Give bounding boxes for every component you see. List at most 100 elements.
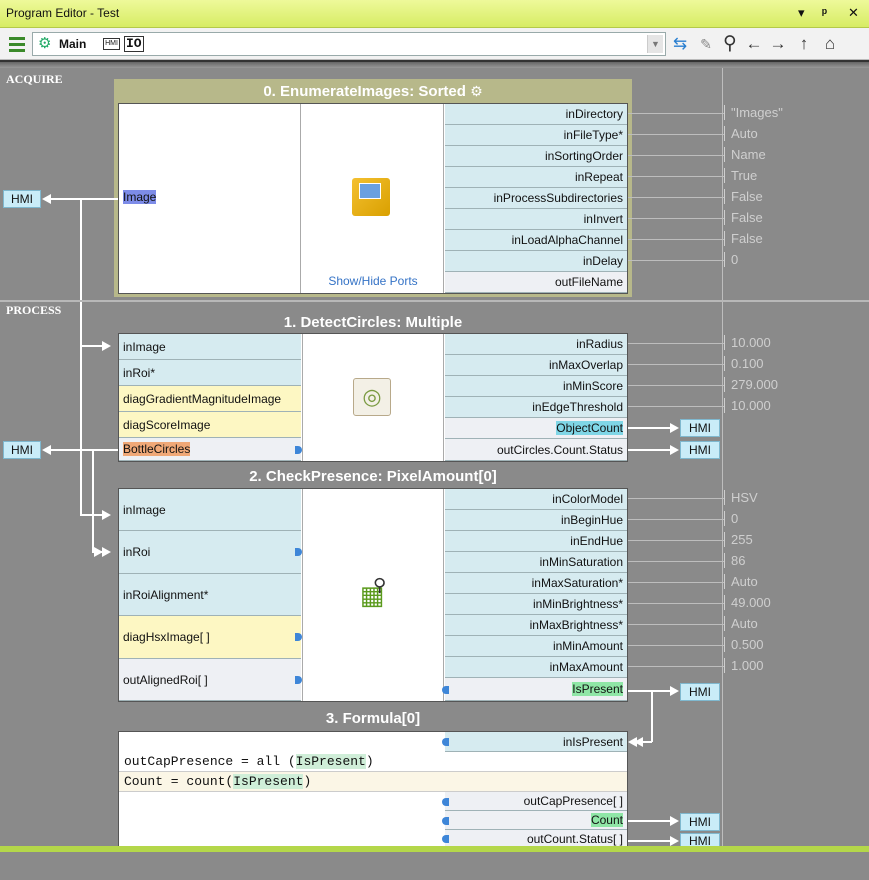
port-bottlecircles[interactable]: BottleCircles [119,438,301,461]
value-inradius[interactable]: 10.000 [724,335,771,350]
value-indelay[interactable]: 0 [724,252,738,267]
tab-io[interactable]: IO [124,36,144,52]
port-inbeginhue[interactable]: inBeginHue [445,510,627,531]
swap-icon[interactable]: ⇆ [672,34,688,53]
port-inroi[interactable]: inRoi* [119,360,301,386]
port-diaggradientmagnitudeimage[interactable]: diagGradientMagnitudeImage [119,386,301,412]
value-inmaxamount[interactable]: 1.000 [724,658,764,673]
tab-main[interactable]: Main [59,37,87,51]
search-icon[interactable]: ⚲ [723,33,737,54]
port-inroi-2[interactable]: inRoi [119,531,301,574]
value-inminsaturation[interactable]: 86 [724,553,745,568]
value-inminbrightness[interactable]: 49.000 [724,595,771,610]
value-ininvert[interactable]: False [724,210,763,225]
value-insortingorder[interactable]: Name [724,147,766,162]
hmi-ispresent[interactable]: HMI [680,683,720,701]
value-inmaxsaturation[interactable]: Auto [724,574,758,589]
hmi-count[interactable]: HMI [680,813,720,831]
formula-line-1[interactable]: outCapPresence = all (IsPresent) [119,752,627,772]
port-count[interactable]: Count [445,811,627,830]
port-inrepeat[interactable]: inRepeat [445,167,627,188]
value-inmaxbrightness[interactable]: Auto [724,616,758,631]
gear-icon[interactable]: ⚙ [470,83,483,99]
formula-line-2[interactable]: Count = count(IsPresent) [119,772,627,792]
home-icon[interactable]: ⌂ [824,34,836,53]
filter-1-title[interactable]: 1. DetectCircles: Multiple [283,314,463,331]
port-inmaxoverlap[interactable]: inMaxOverlap [445,355,627,376]
hmi-objectcount[interactable]: HMI [680,419,720,437]
port-inloadalphachannel[interactable]: inLoadAlphaChannel [445,230,627,251]
port-objectcount[interactable]: ObjectCount [445,418,627,439]
title-bar: Program Editor - Test ▾ ᵖ ✕ [0,0,869,28]
formula-1-var: IsPresent [295,754,366,769]
value-inminscore[interactable]: 279.000 [724,377,778,392]
port-inmaxamount[interactable]: inMaxAmount [445,657,627,678]
menu-icon[interactable] [6,33,28,55]
port-inroialignment[interactable]: inRoiAlignment* [119,574,301,616]
port-ininvert[interactable]: inInvert [445,209,627,230]
dropdown-icon[interactable]: ▾ [798,5,805,20]
hmi-image[interactable]: HMI [3,190,41,208]
chevron-down-icon[interactable]: ▼ [647,35,663,53]
gear-icon: ⚙ [38,35,52,52]
port-indirectory[interactable]: inDirectory [445,104,627,125]
port-inprocesssubdirectories[interactable]: inProcessSubdirectories [445,188,627,209]
close-icon[interactable]: ✕ [848,5,859,20]
port-inminbrightness[interactable]: inMinBrightness* [445,594,627,615]
filter-2-title[interactable]: 2. CheckPresence: PixelAmount[0] [249,468,497,485]
arrow-up-icon[interactable]: ↑ [799,34,809,53]
value-inendhue[interactable]: 255 [724,532,753,547]
port-insortingorder[interactable]: inSortingOrder [445,146,627,167]
port-inmaxsaturation[interactable]: inMaxSaturation* [445,573,627,594]
port-infiletype[interactable]: inFileType* [445,125,627,146]
hmi-bottlecircles[interactable]: HMI [3,441,41,459]
filter-0-title[interactable]: 0. EnumerateImages: Sorted ⚙ [114,80,632,102]
show-hide-ports-link[interactable]: Show/Hide Ports [328,274,418,288]
value-inminamount[interactable]: 0.500 [724,637,764,652]
port-inedgethreshold[interactable]: inEdgeThreshold [445,397,627,418]
value-infiletype[interactable]: Auto [724,126,758,141]
port-outcount-status[interactable]: outCount.Status[ ] [445,830,627,848]
formula-1-suffix: ) [365,754,374,769]
value-indirectory[interactable]: "Images" [724,105,783,120]
port-image[interactable]: Image [123,190,157,204]
filter-2: inImage inRoi inRoiAlignment* diagHsxIma… [118,488,628,702]
port-inminsaturation[interactable]: inMinSaturation [445,552,627,573]
port-inispresent[interactable]: inIsPresent [445,732,627,752]
port-incolormodel[interactable]: inColorModel [445,489,627,510]
pin-icon[interactable]: ᵖ [822,5,828,20]
value-inedgethreshold[interactable]: 10.000 [724,398,771,413]
value-inrepeat[interactable]: True [724,168,757,183]
toolbar-separator [0,60,869,68]
port-inimage[interactable]: inImage [119,334,301,360]
hmi-outcircles-status[interactable]: HMI [680,441,720,459]
value-inloadalphachannel[interactable]: False [724,231,763,246]
window-title: Program Editor - Test [6,6,120,20]
arrow-left-icon[interactable]: ← [745,34,763,53]
port-outcappresence[interactable]: outCapPresence[ ] [445,792,627,811]
port-inminamount[interactable]: inMinAmount [445,636,627,657]
value-inmaxoverlap[interactable]: 0.100 [724,356,764,371]
port-ispresent[interactable]: IsPresent [445,678,627,701]
port-outalignedroi[interactable]: outAlignedRoi[ ] [119,659,301,701]
port-inminscore[interactable]: inMinScore [445,376,627,397]
port-inendhue[interactable]: inEndHue [445,531,627,552]
port-outfilename[interactable]: outFileName [445,272,627,293]
section-acquire: ACQUIRE [6,72,63,86]
port-diaghsximage[interactable]: diagHsxImage[ ] [119,616,301,659]
arrow-right-icon[interactable]: → [769,34,787,53]
port-diagscoreimage[interactable]: diagScoreImage [119,412,301,438]
port-outcircles-count-status[interactable]: outCircles.Count.Status [445,439,627,461]
hmi-outcount-status[interactable]: HMI [680,833,720,849]
port-inimage-2[interactable]: inImage [119,489,301,531]
value-incolormodel[interactable]: HSV [724,490,758,505]
filter-3-title[interactable]: 3. Formula[0] [325,710,421,727]
port-inradius[interactable]: inRadius [445,334,627,355]
edit-icon[interactable]: ✎ [700,36,712,52]
port-inmaxbrightness[interactable]: inMaxBrightness* [445,615,627,636]
value-inbeginhue[interactable]: 0 [724,511,738,526]
value-inprocesssubdirectories[interactable]: False [724,189,763,204]
port-indelay[interactable]: inDelay [445,251,627,272]
tab-hmi-icon[interactable]: HMI [103,38,120,50]
formula-2-prefix: Count = count( [124,774,234,789]
